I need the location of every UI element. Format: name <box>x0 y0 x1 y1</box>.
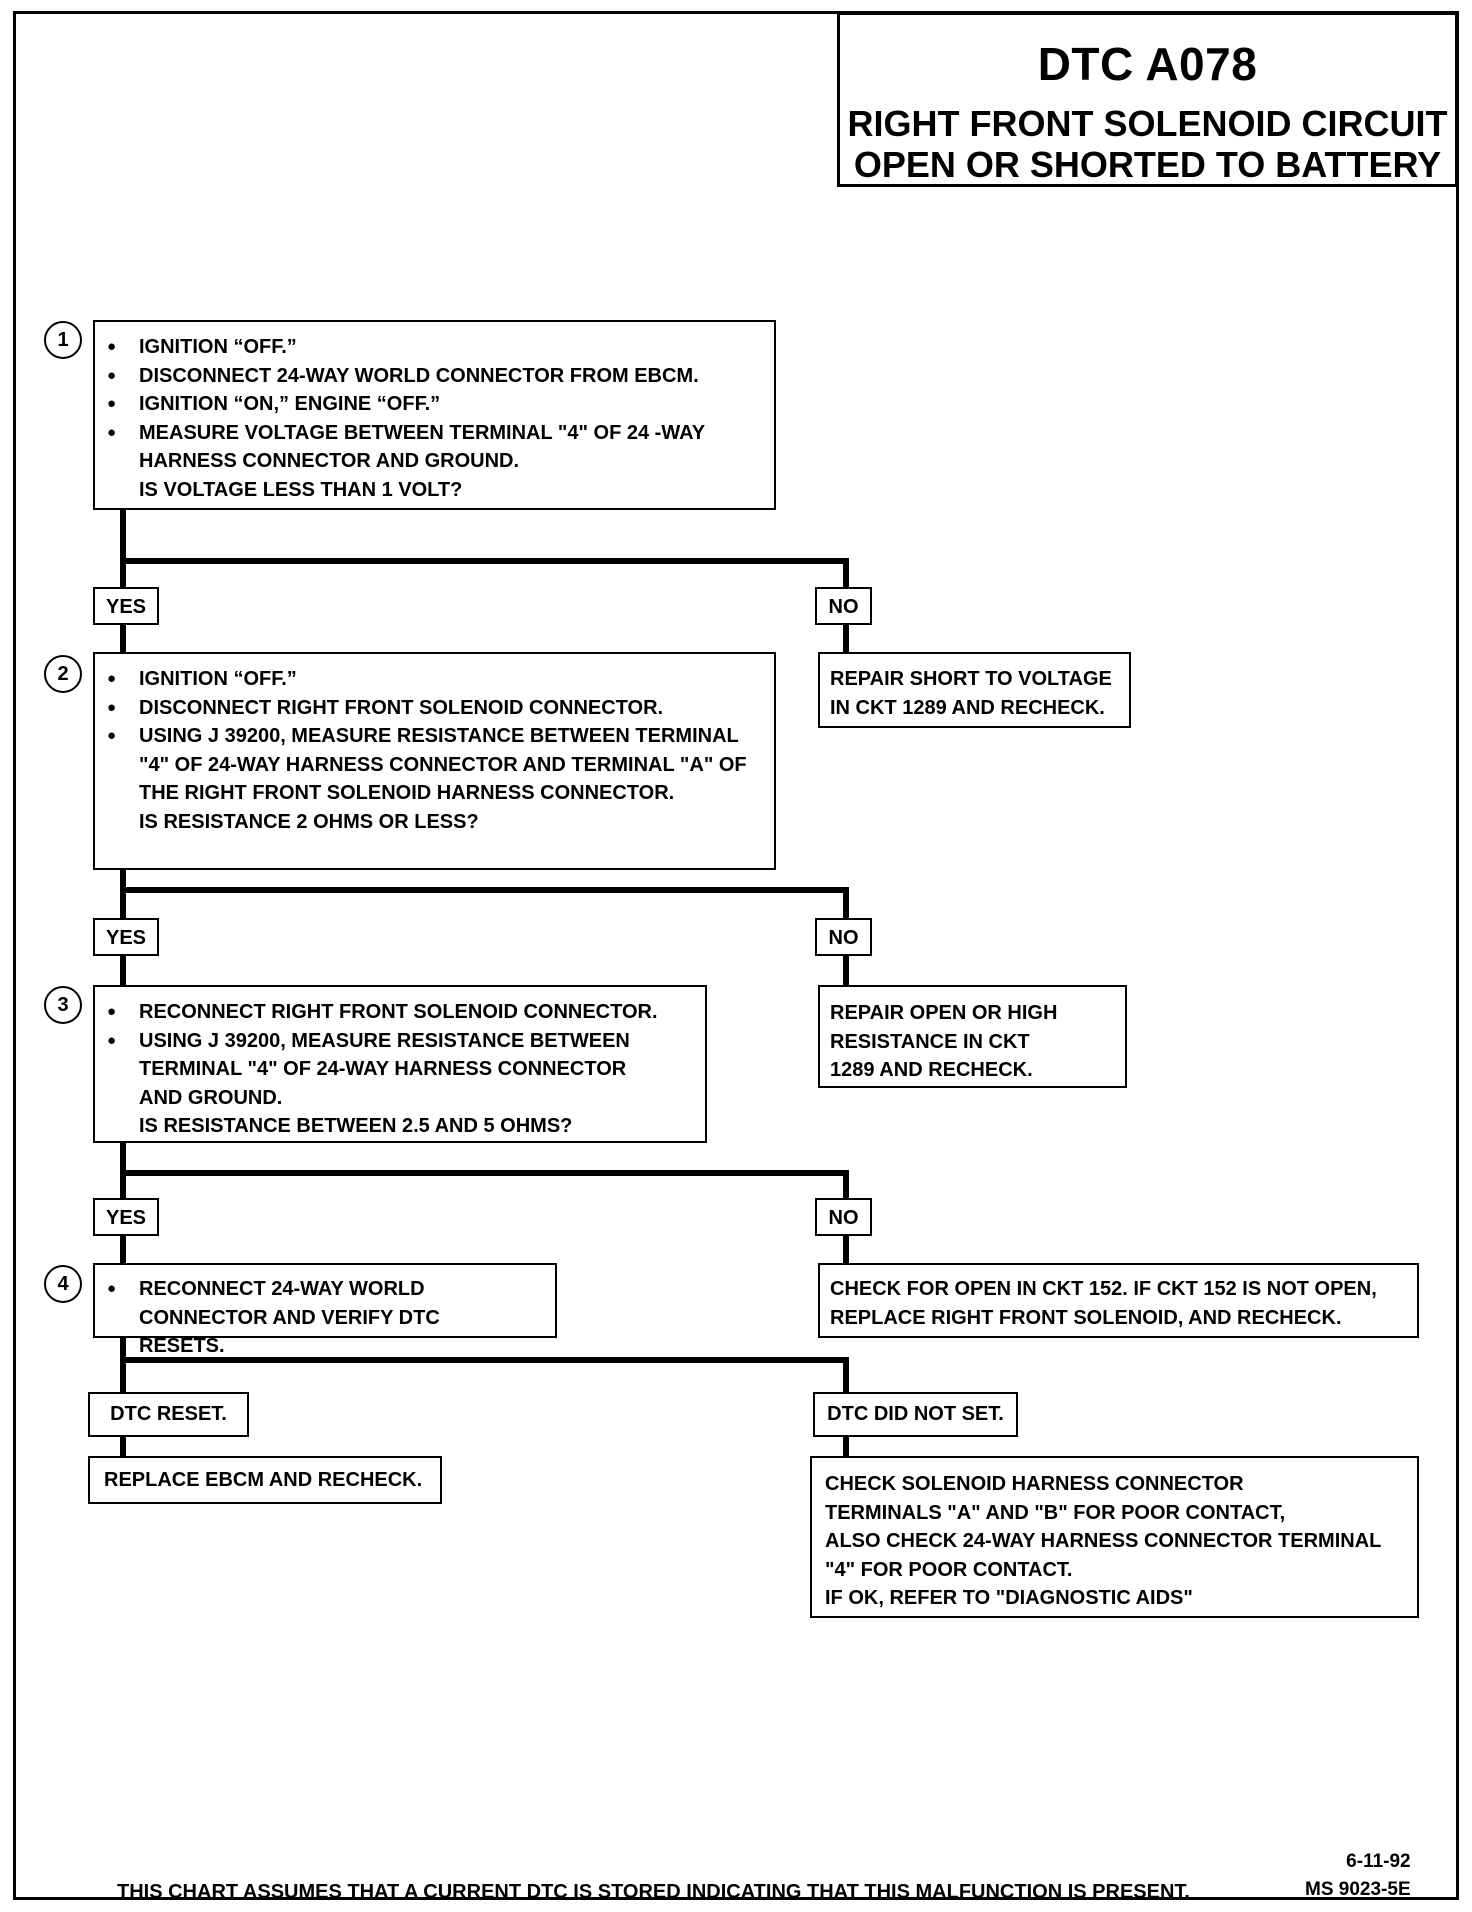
dtc-title: RIGHT FRONT SOLENOID CIRCUIT OPEN OR SHO… <box>840 103 1455 185</box>
step-2-yes-label: YES <box>93 918 159 956</box>
step-2-question: IS RESISTANCE 2 OHMS OR LESS? <box>139 810 479 833</box>
step-1-bullet: IGNITION “ON,” ENGINE “OFF.” <box>95 390 774 419</box>
dtc-code: DTC A078 <box>1037 38 1258 90</box>
title-box: DTC A078 RIGHT FRONT SOLENOID CIRCUIT OP… <box>837 12 1458 187</box>
step-1-box: IGNITION “OFF.” DISCONNECT 24-WAY WORLD … <box>93 320 776 510</box>
step-2-no-label: NO <box>815 918 872 956</box>
step-3-no-result: CHECK FOR OPEN IN CKT 152. IF CKT 152 IS… <box>818 1263 1419 1338</box>
step-1-bullets: IGNITION “OFF.” DISCONNECT 24-WAY WORLD … <box>95 333 774 476</box>
step-1-question: IS VOLTAGE LESS THAN 1 VOLT? <box>139 478 463 501</box>
step-1-bullet: DISCONNECT 24-WAY WORLD CONNECTOR FROM E… <box>95 362 774 391</box>
dtc-title-line-1: RIGHT FRONT SOLENOID CIRCUIT <box>847 103 1448 144</box>
step-2-number: 2 <box>44 655 82 693</box>
footer-date: 6-11-92 <box>1346 1851 1411 1872</box>
step-2-bullet: DISCONNECT RIGHT FRONT SOLENOID CONNECTO… <box>95 694 774 723</box>
step-4-reset-result: REPLACE EBCM AND RECHECK. <box>88 1456 442 1504</box>
step-1-bullet: IGNITION “OFF.” <box>95 333 774 362</box>
step-3-box: RECONNECT RIGHT FRONT SOLENOID CONNECTOR… <box>93 985 707 1143</box>
step-3-bullet: RECONNECT RIGHT FRONT SOLENOID CONNECTOR… <box>95 998 705 1027</box>
result-line: "4" FOR POOR CONTACT. <box>825 1558 1073 1581</box>
step-1-no-result: REPAIR SHORT TO VOLTAGE IN CKT 1289 AND … <box>818 652 1131 728</box>
step-1-bullet: MEASURE VOLTAGE BETWEEN TERMINAL "4" OF … <box>95 419 774 476</box>
step-1-yes-label: YES <box>93 587 159 625</box>
footer-note: THIS CHART ASSUMES THAT A CURRENT DTC IS… <box>117 1881 1190 1903</box>
step-3-no-result-text: CHECK FOR OPEN IN CKT 152. IF CKT 152 IS… <box>830 1278 1377 1329</box>
step-3-no-label: NO <box>815 1198 872 1236</box>
step-1-number: 1 <box>44 321 82 359</box>
step-3-yes-label: YES <box>93 1198 159 1236</box>
step-2-bullet: USING J 39200, MEASURE RESISTANCE BETWEE… <box>95 722 774 808</box>
footer-reference: 6-11-92 MS 9023-5E <box>1305 1848 1411 1904</box>
step-2-box: IGNITION “OFF.” DISCONNECT RIGHT FRONT S… <box>93 652 776 870</box>
step-2-bullets: IGNITION “OFF.” DISCONNECT RIGHT FRONT S… <box>95 665 774 808</box>
step-4-not-set-result: CHECK SOLENOID HARNESS CONNECTOR TERMINA… <box>810 1456 1419 1618</box>
step-4-box: RECONNECT 24-WAY WORLD CONNECTOR AND VER… <box>93 1263 557 1357</box>
step-4-not-set-result-text: CHECK SOLENOID HARNESS CONNECTOR TERMINA… <box>812 1458 1417 1613</box>
step-2-bullet: IGNITION “OFF.” <box>95 665 774 694</box>
result-line: CHECK SOLENOID HARNESS CONNECTOR <box>825 1473 1244 1495</box>
step-3-bullet: USING J 39200, MEASURE RESISTANCE BETWEE… <box>95 1027 705 1113</box>
dtc-title-line-2: OPEN OR SHORTED TO BATTERY <box>853 144 1442 185</box>
step-1-no-label: NO <box>815 587 872 625</box>
dtc-reset-label: DTC RESET. <box>88 1392 249 1437</box>
result-line: TERMINALS "A" AND "B" FOR POOR CONTACT, <box>825 1501 1286 1524</box>
step-1-no-result-text: REPAIR SHORT TO VOLTAGE IN CKT 1289 AND … <box>830 668 1112 719</box>
step-2-no-result-text: REPAIR OPEN OR HIGH RESISTANCE IN CKT 12… <box>830 1002 1058 1081</box>
step-2-no-result: REPAIR OPEN OR HIGH RESISTANCE IN CKT 12… <box>818 985 1127 1088</box>
step-3-number: 3 <box>44 986 82 1024</box>
step-4-reset-result-text: REPLACE EBCM AND RECHECK. <box>104 1469 423 1491</box>
step-4-bullets: RECONNECT 24-WAY WORLD CONNECTOR AND VER… <box>95 1275 555 1361</box>
step-4-bullet: RECONNECT 24-WAY WORLD CONNECTOR AND VER… <box>95 1275 555 1361</box>
page-border <box>13 11 1459 1900</box>
result-line: IF OK, REFER TO "DIAGNOSTIC AIDS" <box>825 1587 1193 1609</box>
step-3-question: IS RESISTANCE BETWEEN 2.5 AND 5 OHMS? <box>139 1115 573 1137</box>
result-line: ALSO CHECK 24-WAY HARNESS CONNECTOR TERM… <box>825 1530 1382 1552</box>
footer-doc-number: MS 9023-5E <box>1305 1879 1411 1900</box>
step-4-number: 4 <box>44 1265 82 1303</box>
dtc-did-not-set-label: DTC DID NOT SET. <box>813 1392 1018 1437</box>
step-3-bullets: RECONNECT RIGHT FRONT SOLENOID CONNECTOR… <box>95 998 705 1112</box>
